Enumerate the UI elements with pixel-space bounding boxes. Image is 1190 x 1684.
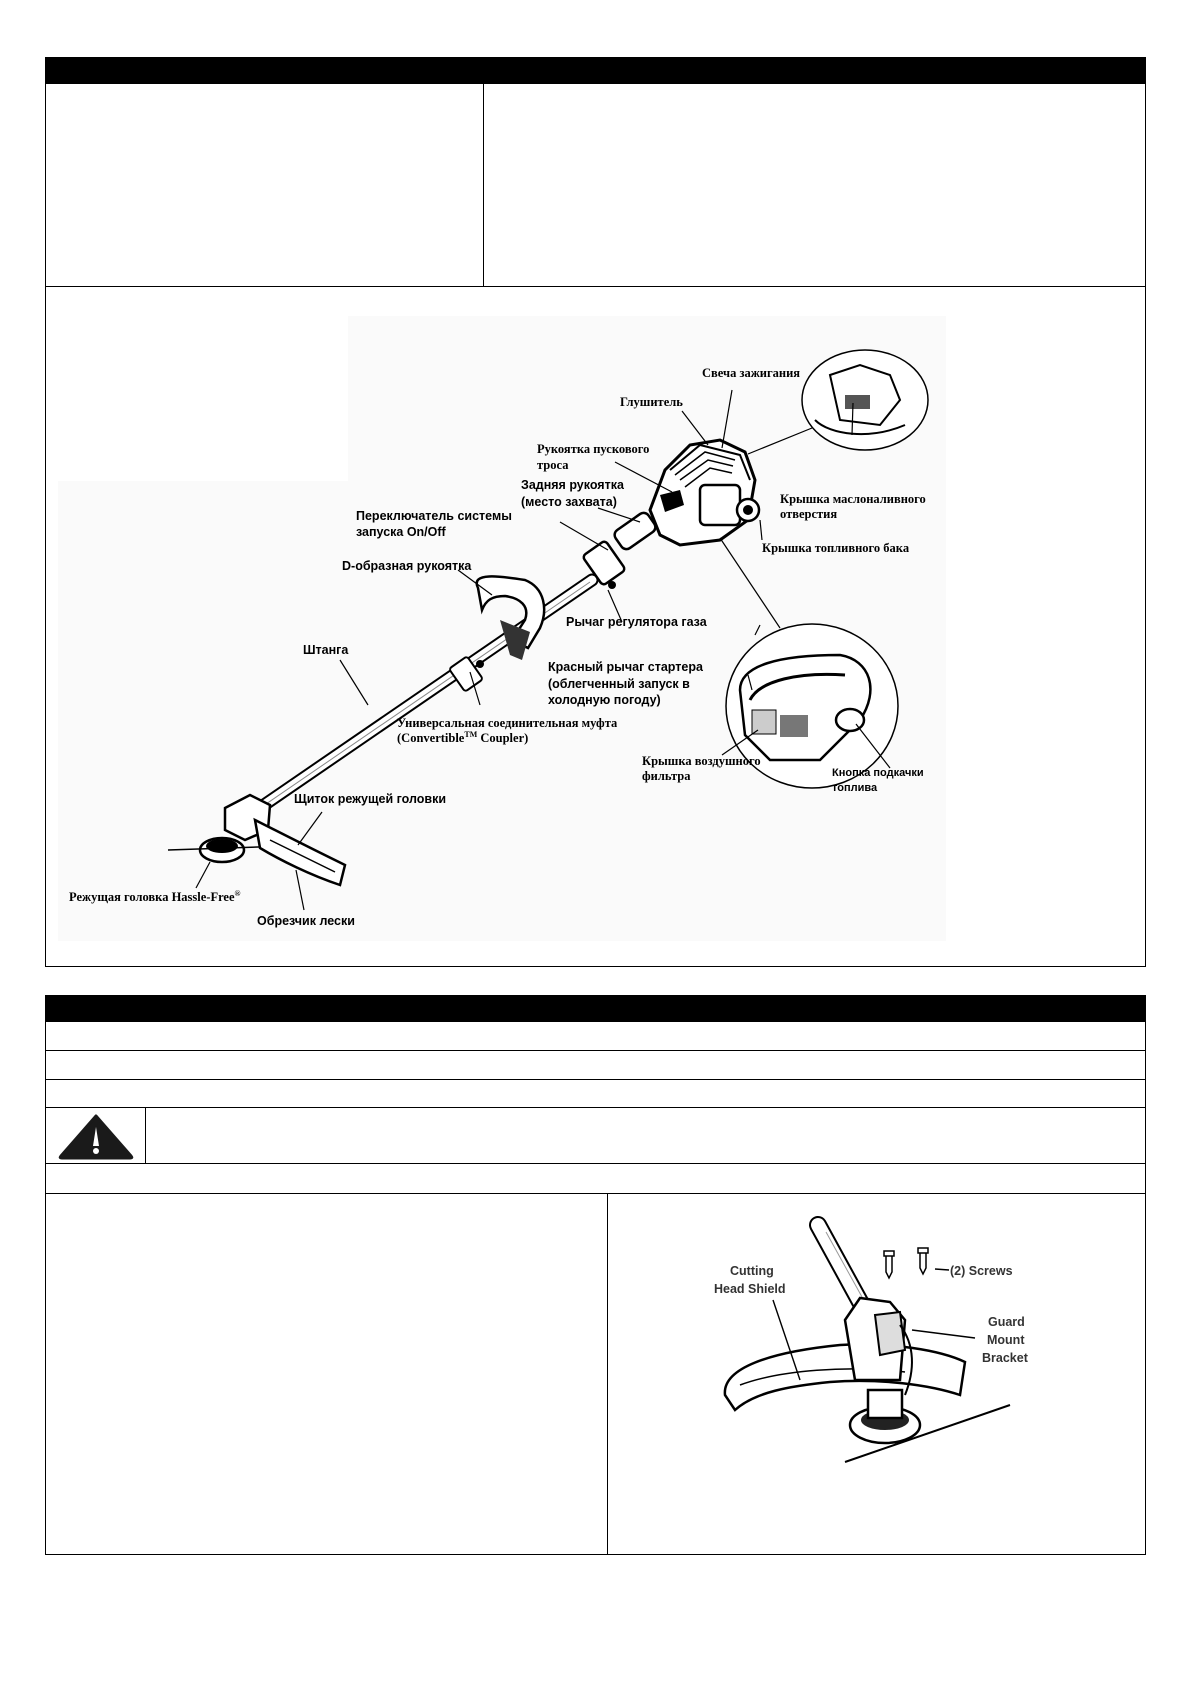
engine-shape [648, 438, 761, 547]
label-line-cutter: Обрезчик лески [257, 914, 355, 928]
column-divider [483, 84, 484, 287]
assembly-column-divider [607, 1193, 608, 1555]
label-cutting-head-shield-1: Cutting [730, 1264, 774, 1278]
assembly-guard-shape [723, 1296, 967, 1412]
label-cutting-head-shield-2: Head Shield [714, 1282, 786, 1296]
assembly-row-1 [45, 1050, 1146, 1051]
assembly-row-5 [45, 1193, 1146, 1194]
leader-lines [195, 389, 891, 911]
row-divider [45, 286, 1146, 287]
shield-shape [253, 817, 347, 887]
warning-icon [55, 1112, 137, 1160]
label-red-lever-1: Красный рычаг стартера [548, 660, 704, 674]
label-d-handle: D-образная рукоятка [342, 559, 472, 573]
label-coupler-2: (ConvertibleTM Coupler) [397, 730, 528, 745]
label-cutting-head: Режущая головка Hassle-Free® [69, 889, 241, 904]
label-guard-mount-1: Guard [988, 1315, 1025, 1329]
rear-handle-shape [582, 511, 657, 589]
label-fuel-cap: Крышка топливного бака [762, 541, 910, 555]
warning-divider [145, 1107, 146, 1163]
inset-connector [719, 537, 781, 629]
label-shaft: Штанга [303, 643, 349, 657]
label-starter-handle-2: троса [537, 458, 569, 472]
label-primer-1: Кнопка подкачки [832, 767, 924, 779]
label-air-filter-2: фильтра [642, 769, 691, 783]
assembly-leaders [772, 1268, 976, 1381]
assembly-row-3 [45, 1107, 1146, 1108]
section-assembly [45, 995, 1146, 1555]
label-oil-cap-2: отверстия [780, 507, 837, 521]
d-handle-shape [475, 575, 546, 660]
section-assembly-header [45, 995, 1146, 1022]
label-onoff-switch-1: Переключатель системы [356, 509, 512, 523]
label-spark-plug: Свеча зажигания [702, 366, 800, 380]
label-starter-handle-1: Рукоятка пускового [537, 442, 649, 456]
inset-primer [725, 623, 899, 789]
label-throttle: Рычаг регулятора газа [566, 615, 708, 629]
label-rear-handle-1: Задняя рукоятка [521, 478, 625, 492]
label-muffler: Глушитель [620, 395, 683, 409]
section-components-header [45, 57, 1146, 84]
label-guard-mount-3: Bracket [982, 1351, 1029, 1365]
assembly-row-2 [45, 1079, 1146, 1080]
label-guard-mount-2: Mount [987, 1333, 1025, 1347]
label-primer-2: топлива [832, 782, 878, 794]
label-onoff-switch-2: запуска On/Off [356, 525, 447, 539]
label-red-lever-3: холодную погоду) [548, 693, 661, 707]
label-red-lever-2: (облегченный запуск в [548, 677, 690, 691]
label-rear-handle-2: (место захвата) [521, 495, 617, 509]
label-oil-cap-1: Крышка маслоналивного [780, 492, 926, 506]
label-head-shield: Щиток режущей головки [294, 792, 446, 806]
label-coupler-1: Универсальная соединительная муфта [397, 716, 618, 730]
label-air-filter-1: Крышка воздушного [642, 754, 761, 768]
label-screws: (2) Screws [950, 1264, 1013, 1278]
assembly-row-4 [45, 1163, 1146, 1164]
screw-icons [883, 1247, 929, 1280]
assembly-spool-shape [844, 1388, 1011, 1463]
